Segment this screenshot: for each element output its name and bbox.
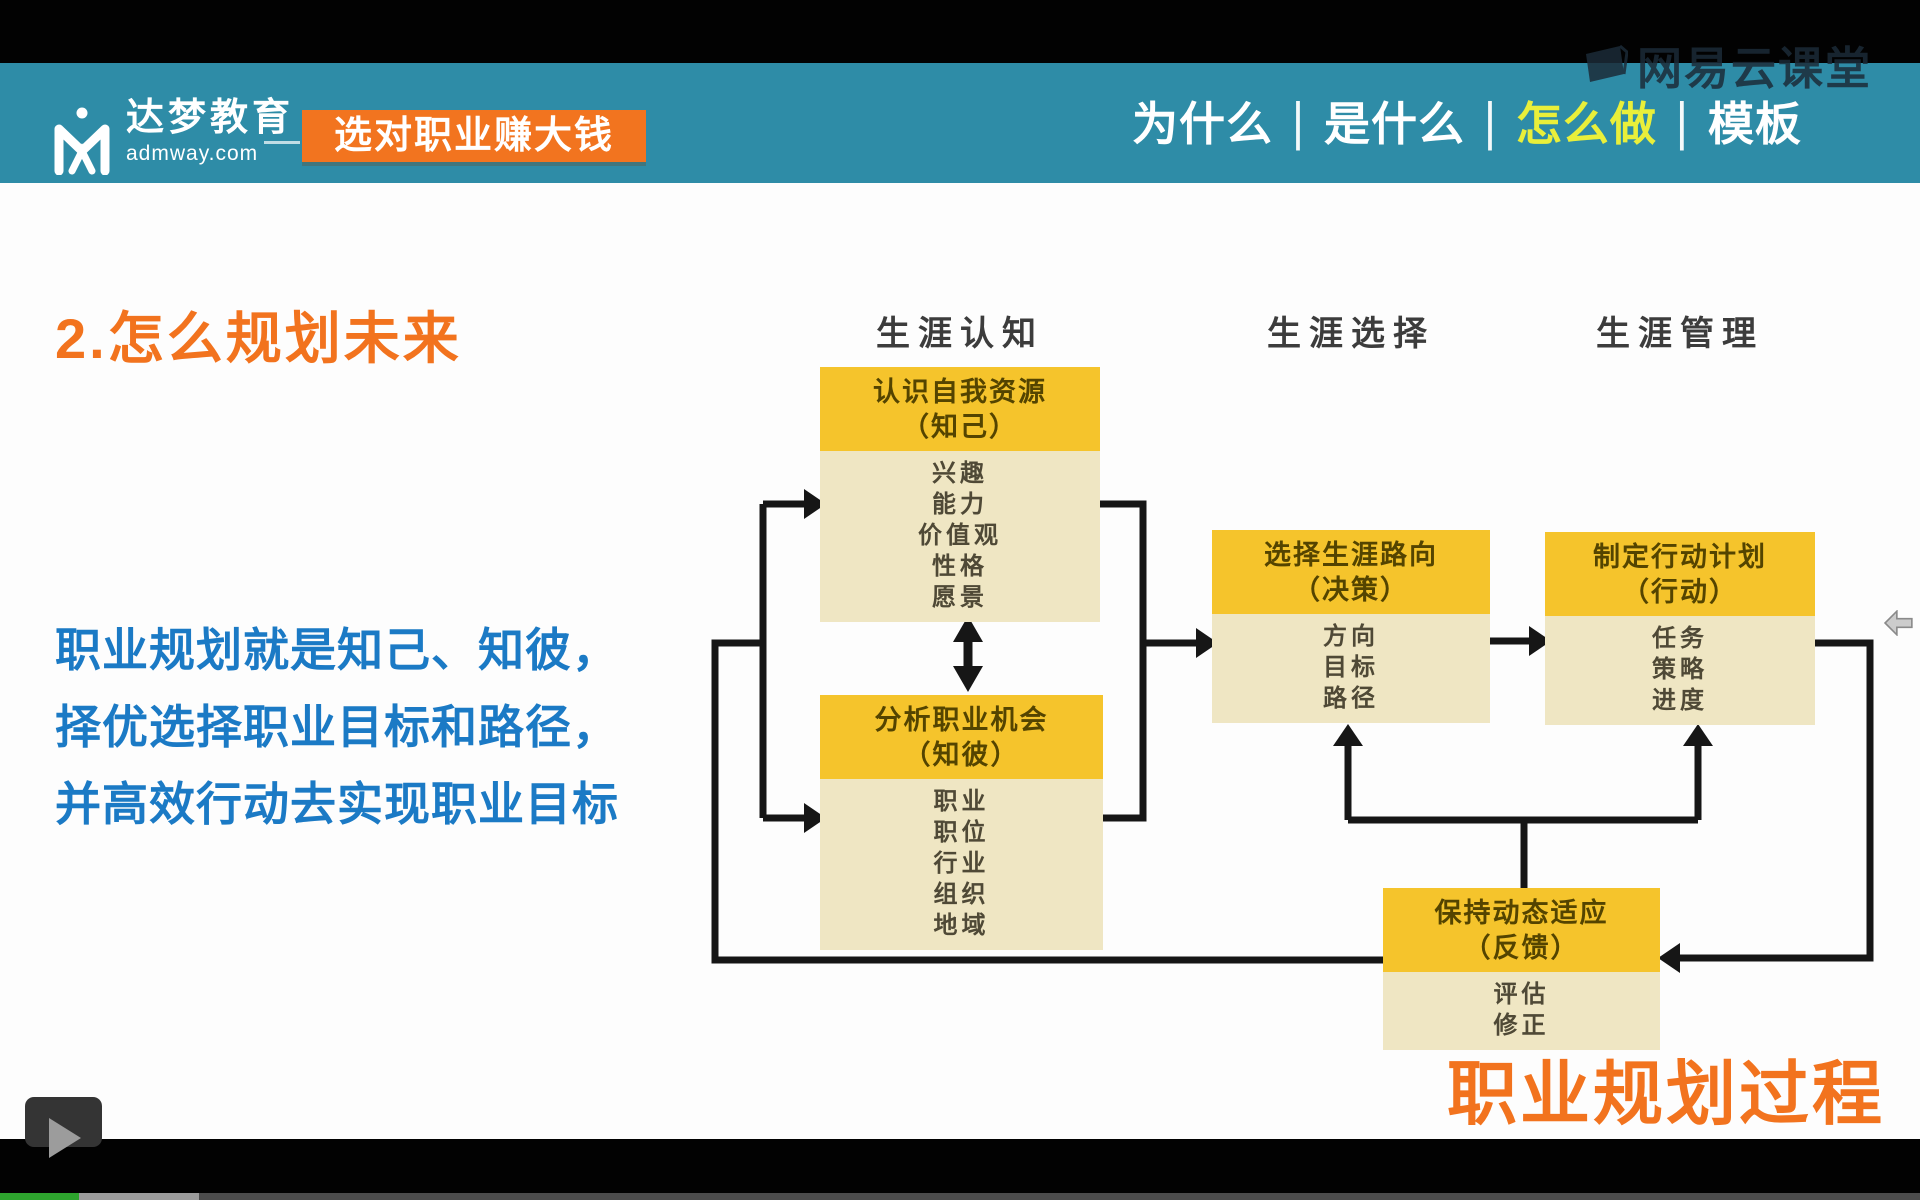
box-subtitle: （反馈）: [1463, 933, 1580, 963]
box-item: 能力: [932, 491, 988, 518]
diagram-box-know-self: 认识自我资源 （知己） 兴趣 能力 价值观 性格 愿景: [820, 367, 1100, 622]
box-item: 修正: [1493, 1012, 1550, 1039]
nav-item-what: 是什么: [1323, 98, 1465, 150]
platform-watermark: 网易云课堂: [1580, 32, 1872, 97]
nav-item-template: 模板: [1707, 98, 1802, 150]
box-item: 价值观: [918, 522, 1002, 549]
box-items: 职业 职位 行业 组织 地域: [820, 779, 1103, 950]
mouse-cursor-icon: [1884, 610, 1913, 636]
box-item: 组织: [933, 881, 990, 908]
player-control-bar: [0, 1139, 1920, 1200]
box-item: 方向: [1323, 623, 1379, 650]
box-item: 愿景: [932, 584, 988, 611]
brand-name: 达梦教育: [126, 97, 295, 139]
brand-text: 达梦教育 admway.com: [126, 95, 294, 167]
diagram-box-decision: 选择生涯路向 （决策） 方向 目标 路径: [1212, 530, 1490, 723]
box-item: 性格: [932, 553, 988, 580]
slide-text-line: 职业规划就是知己、知彼，: [55, 624, 619, 676]
box-header: 认识自我资源 （知己）: [820, 367, 1100, 451]
video-buffered-segment: [0, 1193, 199, 1200]
nav-item-why: 为什么: [1132, 98, 1273, 150]
video-played-segment: [0, 1193, 79, 1200]
brand-divider: [264, 141, 300, 144]
box-subtitle: （知彼）: [903, 740, 1020, 770]
diagram-caption: 职业规划过程: [1447, 1055, 1885, 1133]
brand-domain: admway.com: [126, 142, 259, 165]
box-items: 方向 目标 路径: [1212, 614, 1490, 723]
column-header-career-choice: 生涯选择: [1267, 315, 1435, 353]
diagram-box-know-world: 分析职业机会 （知彼） 职业 职位 行业 组织 地域: [820, 695, 1103, 950]
box-header: 保持动态适应 （反馈）: [1383, 888, 1660, 972]
box-items: 任务 策略 进度: [1545, 616, 1815, 725]
slide-text-line: 并高效行动去实现职业目标: [55, 778, 619, 830]
box-item: 策略: [1652, 656, 1708, 683]
column-header-career-management: 生涯管理: [1596, 315, 1764, 353]
box-subtitle: （知己）: [902, 412, 1018, 442]
box-item: 路径: [1323, 685, 1379, 712]
diagram-box-action: 制定行动计划 （行动） 任务 策略 进度: [1545, 532, 1815, 725]
nav-separator: |: [1292, 91, 1305, 151]
watermark-screen-icon: [1586, 44, 1628, 82]
box-item: 目标: [1323, 654, 1379, 681]
watermark-text: 网易云课堂: [1637, 43, 1873, 94]
box-title: 认识自我资源: [873, 377, 1047, 407]
slide-title: 2.怎么规划未来: [55, 307, 462, 370]
box-header: 选择生涯路向 （决策）: [1212, 530, 1490, 614]
box-item: 行业: [933, 850, 990, 877]
topic-badge: 选对职业赚大钱: [302, 110, 646, 162]
box-item: 进度: [1652, 687, 1708, 714]
box-subtitle: （决策）: [1293, 575, 1409, 605]
box-title: 选择生涯路向: [1264, 540, 1438, 570]
diagram-box-feedback: 保持动态适应 （反馈） 评估 修正: [1383, 888, 1660, 1050]
column-header-career-cognition: 生涯认知: [876, 315, 1044, 353]
slide-text-line: 择优选择职业目标和路径，: [55, 701, 619, 753]
brand-logo-icon: [54, 107, 110, 175]
play-button[interactable]: [25, 1097, 109, 1161]
box-title: 制定行动计划: [1593, 542, 1767, 572]
box-header: 制定行动计划 （行动）: [1545, 532, 1815, 616]
box-title: 分析职业机会: [874, 705, 1049, 735]
box-header: 分析职业机会 （知彼）: [820, 695, 1103, 779]
slide-body-text: 职业规划就是知己、知彼， 择优选择职业目标和路径， 并高效行动去实现职业目标: [55, 612, 619, 843]
box-title: 保持动态适应: [1434, 898, 1609, 928]
box-item: 职业: [933, 788, 990, 815]
box-item: 评估: [1493, 981, 1550, 1008]
box-items: 评估 修正: [1383, 972, 1660, 1050]
video-progress-bar[interactable]: [0, 1193, 1920, 1200]
box-items: 兴趣 能力 价值观 性格 愿景: [820, 451, 1100, 622]
section-nav: 为什么 | 是什么 | 怎么做 | 模板: [1132, 89, 1802, 153]
box-subtitle: （行动）: [1622, 577, 1738, 607]
box-item: 兴趣: [932, 460, 988, 487]
box-item: 职位: [933, 819, 990, 846]
play-icon: [49, 1118, 81, 1158]
nav-separator: |: [1483, 91, 1497, 151]
box-item: 任务: [1652, 625, 1708, 652]
nav-item-how: 怎么做: [1515, 98, 1657, 150]
slide-header-band: 达梦教育 admway.com 选对职业赚大钱 为什么 | 是什么 | 怎么做 …: [0, 63, 1920, 183]
nav-separator: |: [1675, 91, 1689, 151]
box-item: 地域: [933, 912, 990, 939]
